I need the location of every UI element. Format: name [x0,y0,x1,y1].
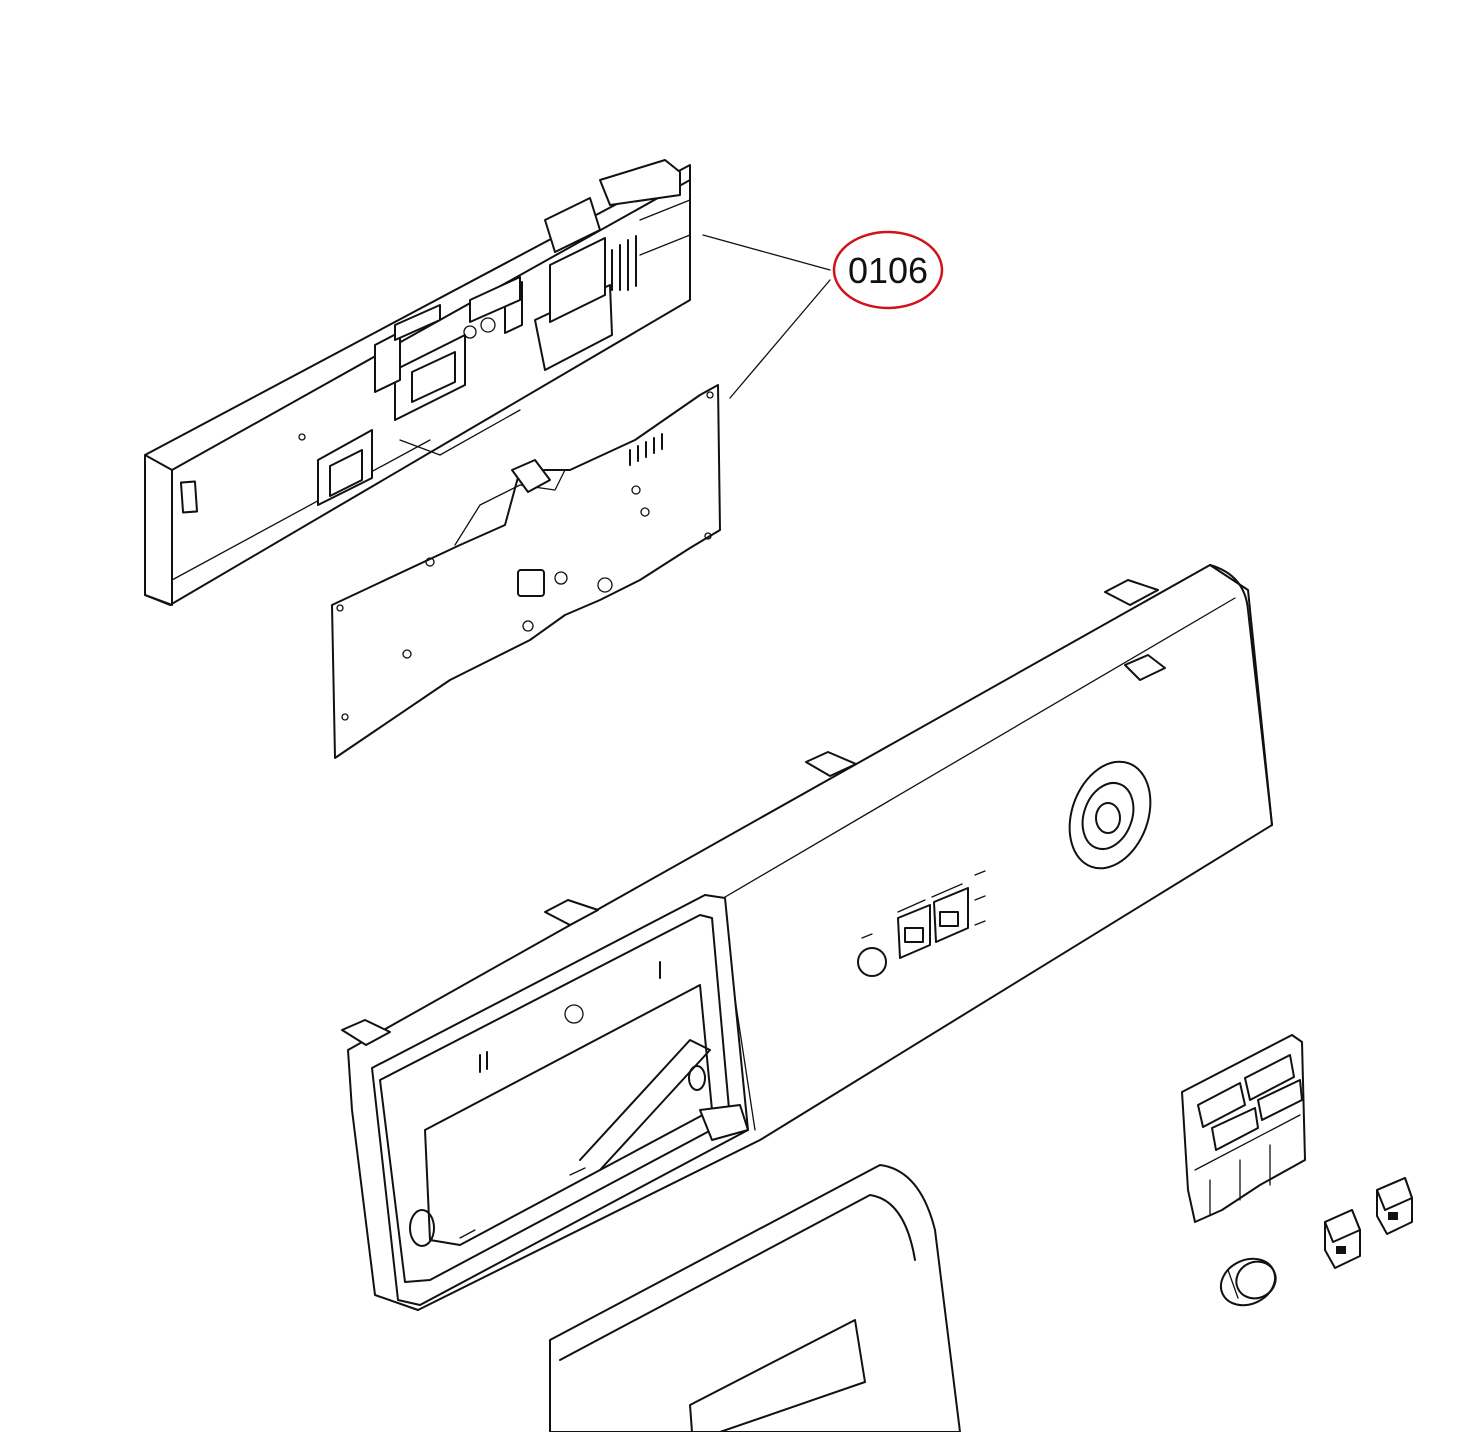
callout-label: 0106 [848,250,928,291]
control-panel-fascia[interactable] [341,564,1273,1311]
knob-cap[interactable] [1213,1250,1282,1314]
program-dial-outer [1068,760,1152,870]
part-number-callout[interactable]: 0106 [832,230,944,310]
push-button-cap-2[interactable] [1376,1177,1413,1235]
button-module-board[interactable] [1181,1034,1306,1223]
push-button-cap-1[interactable] [1324,1209,1361,1269]
control-module-housing[interactable] [144,159,691,606]
dispenser-drawer-front[interactable] [549,1164,961,1432]
callout-leader-lines [702,234,831,399]
circuit-board-pcb[interactable] [331,384,721,759]
power-button-outline [857,947,887,977]
callout-ring [832,230,944,310]
